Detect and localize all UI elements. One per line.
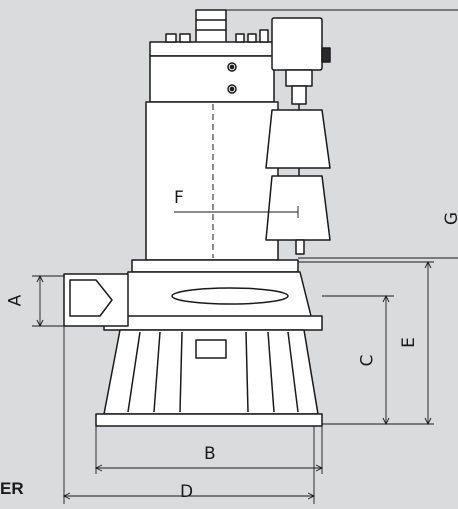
motor-housing [145,55,279,261]
dimension-e-line [298,260,434,426]
terminal-box [149,9,275,57]
corner-text-fragment: ER [0,479,24,498]
dimension-e-label: E [398,337,419,348]
dimension-f-label: F [174,188,184,208]
float-switch [265,17,331,255]
dimension-g-label: G [442,212,458,225]
discharge-outlet [63,273,129,327]
pump-casing [103,259,323,331]
dimension-a-line [32,274,64,328]
dimension-c-label: C [357,354,378,367]
dimension-b-line [94,426,324,474]
dimension-f-line [174,206,299,218]
dimension-c-line [322,294,394,426]
dimension-g-line [226,9,458,259]
dimension-d-line [62,326,316,504]
dimension-a-label: A [5,294,26,307]
dimension-d-label: D [180,482,194,502]
pump-stand [95,329,323,427]
dimension-b-label: B [204,444,216,464]
